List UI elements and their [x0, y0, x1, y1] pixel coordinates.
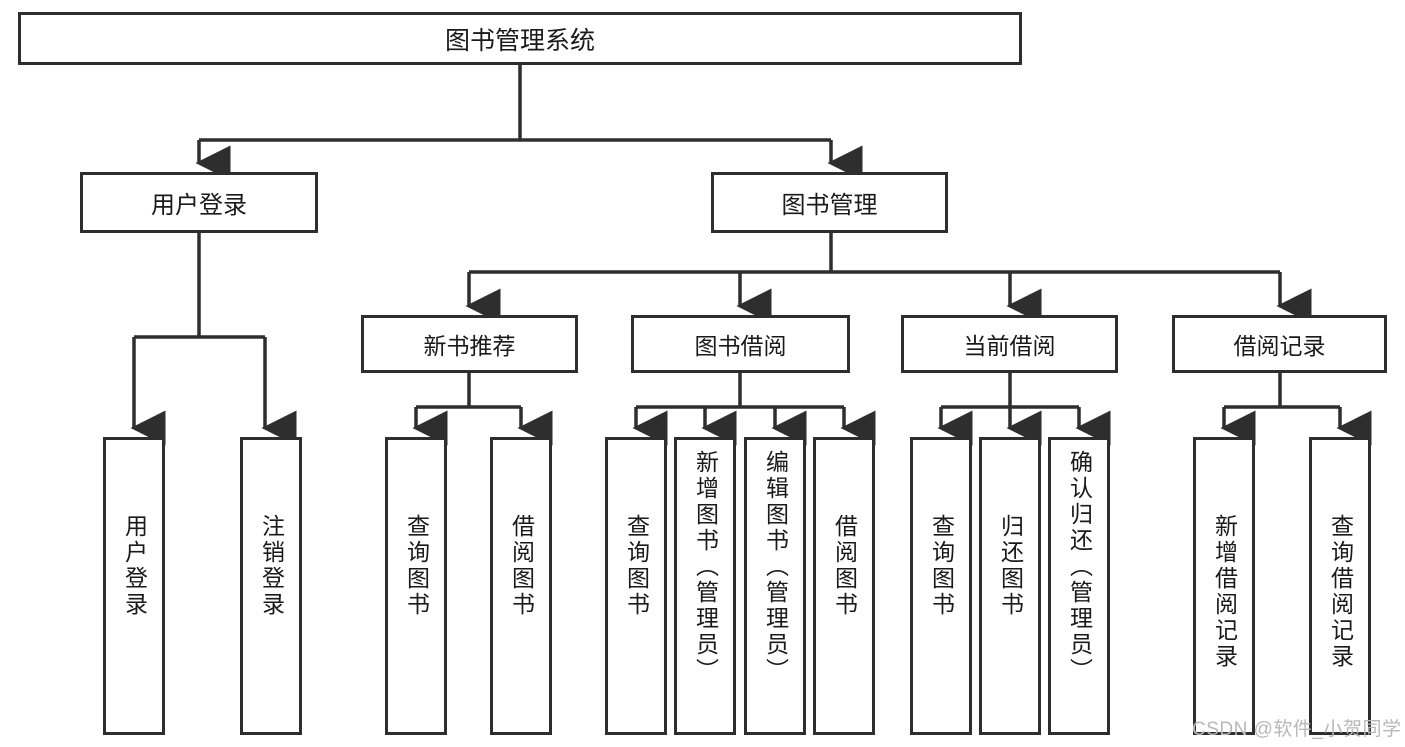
node-label: 查询借阅记录 [1327, 514, 1354, 670]
node-label: 查询图书 [403, 514, 430, 618]
node-label: 借阅图书 [508, 514, 535, 618]
leaf-logout[interactable]: 注销登录 [240, 437, 302, 735]
node-label: 用户登录 [121, 514, 148, 618]
node-label: 查询图书 [623, 514, 650, 618]
leaf-add-book-admin[interactable]: 新增图书（管理员） [674, 437, 736, 735]
node-label: 新书推荐 [423, 333, 516, 359]
node-book-borrow[interactable]: 图书借阅 [631, 315, 850, 373]
node-label: 新增借阅记录 [1211, 514, 1238, 670]
node-label: 查询图书 [928, 514, 955, 618]
leaf-query-borrow-record[interactable]: 查询借阅记录 [1309, 437, 1371, 735]
node-user-login[interactable]: 用户登录 [80, 172, 318, 233]
watermark: CSDN @软件_小贺同学 [1192, 714, 1401, 741]
node-label: 确认归还（管理员） [1066, 450, 1093, 684]
node-label: 编辑图书（管理员） [762, 450, 789, 684]
node-borrow-records[interactable]: 借阅记录 [1172, 315, 1387, 373]
node-label: 归还图书 [997, 514, 1024, 618]
leaf-user-login[interactable]: 用户登录 [103, 437, 165, 735]
leaf-borrow-book[interactable]: 借阅图书 [813, 437, 875, 735]
leaf-edit-book-admin[interactable]: 编辑图书（管理员） [744, 437, 806, 735]
node-label: 图书借阅 [694, 333, 787, 359]
leaf-add-borrow-record[interactable]: 新增借阅记录 [1193, 437, 1255, 735]
leaf-borrow-book-recommend[interactable]: 借阅图书 [490, 437, 552, 735]
node-book-management[interactable]: 图书管理 [711, 172, 948, 233]
node-label: 图书管理系统 [444, 26, 595, 55]
node-new-book-recommend[interactable]: 新书推荐 [361, 315, 578, 373]
leaf-query-book-current[interactable]: 查询图书 [910, 437, 972, 735]
leaf-return-book[interactable]: 归还图书 [979, 437, 1041, 735]
node-root-system[interactable]: 图书管理系统 [18, 12, 1022, 65]
leaf-query-book-recommend[interactable]: 查询图书 [385, 437, 447, 735]
node-label: 用户登录 [151, 192, 247, 219]
node-label: 当前借阅 [963, 333, 1056, 359]
leaf-query-book-borrow[interactable]: 查询图书 [605, 437, 667, 735]
node-current-borrow[interactable]: 当前借阅 [901, 315, 1118, 373]
leaf-confirm-return-admin[interactable]: 确认归还（管理员） [1048, 437, 1110, 735]
node-label: 新增图书（管理员） [692, 450, 719, 684]
node-label: 借阅记录 [1233, 333, 1326, 359]
node-label: 注销登录 [258, 514, 285, 618]
watermark-text: CSDN @软件_小贺同学 [1192, 719, 1402, 740]
node-label: 借阅图书 [831, 514, 858, 618]
node-label: 图书管理 [781, 192, 878, 219]
